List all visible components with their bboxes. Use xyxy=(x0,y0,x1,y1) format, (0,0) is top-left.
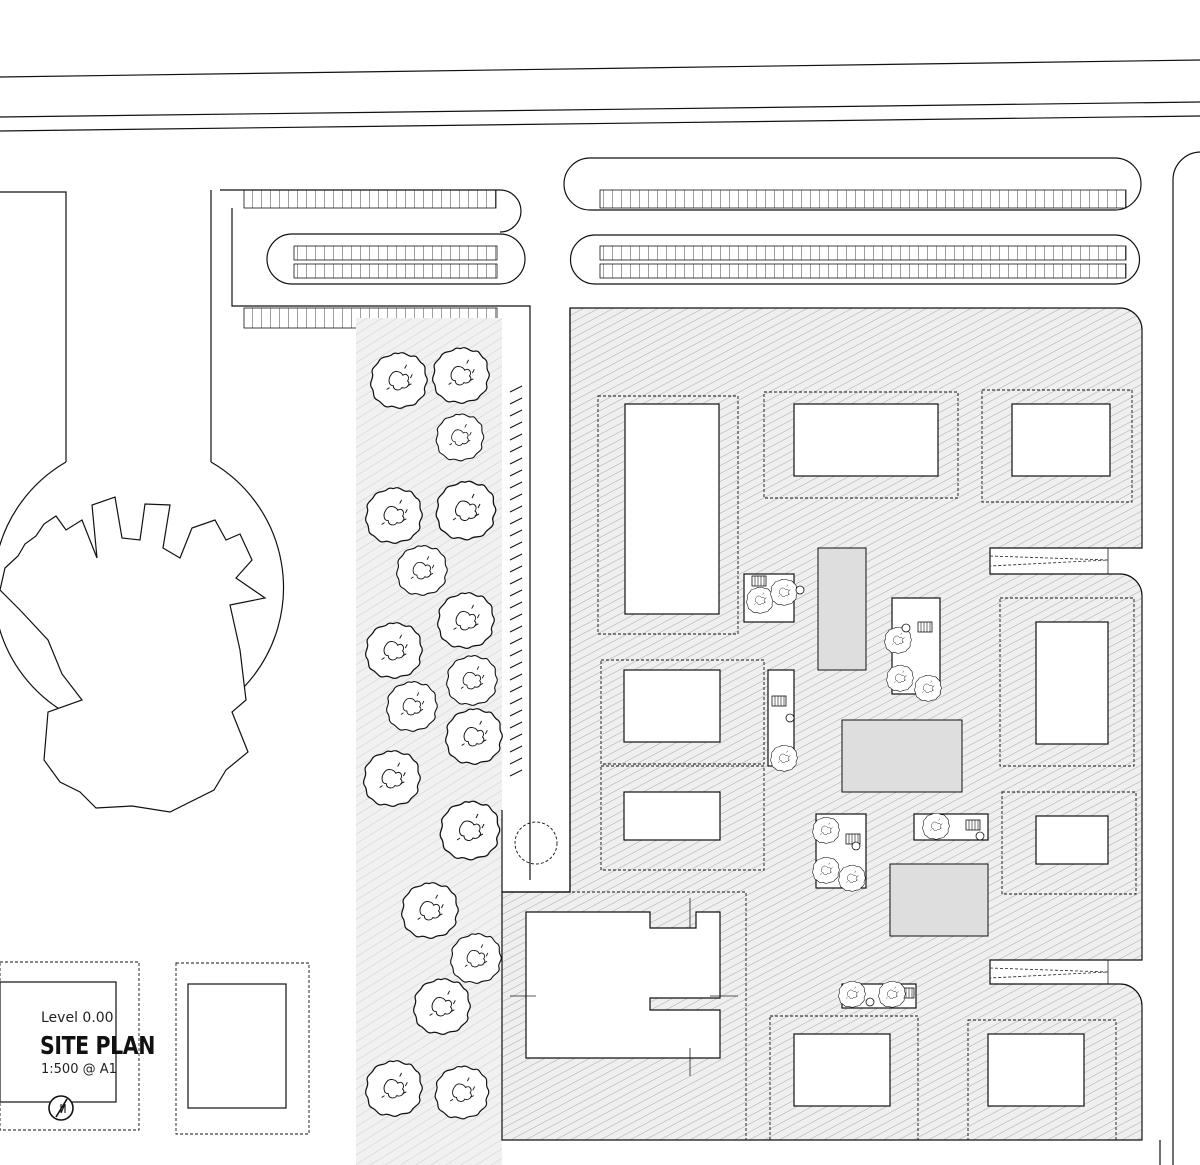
east-entries xyxy=(989,548,1109,984)
small-tree-accents xyxy=(785,585,985,1007)
drawing-title: SITE PLAN xyxy=(40,1031,155,1060)
north-arrow-icon xyxy=(48,1095,74,1121)
building-plots xyxy=(597,389,1137,1141)
south-west-plots xyxy=(0,961,310,1135)
roundabout-drive xyxy=(0,190,285,813)
main-building-footprint xyxy=(0,496,267,813)
level-label: Level 0.00 xyxy=(41,1010,114,1026)
fountain-circle xyxy=(514,821,558,865)
admin-building xyxy=(502,891,747,1140)
parking-area-east xyxy=(563,151,1200,1165)
drawing-scale: 1:500 @ A1 xyxy=(41,1062,117,1077)
road-edges xyxy=(0,59,1200,132)
angled-parking-marks xyxy=(509,385,523,777)
